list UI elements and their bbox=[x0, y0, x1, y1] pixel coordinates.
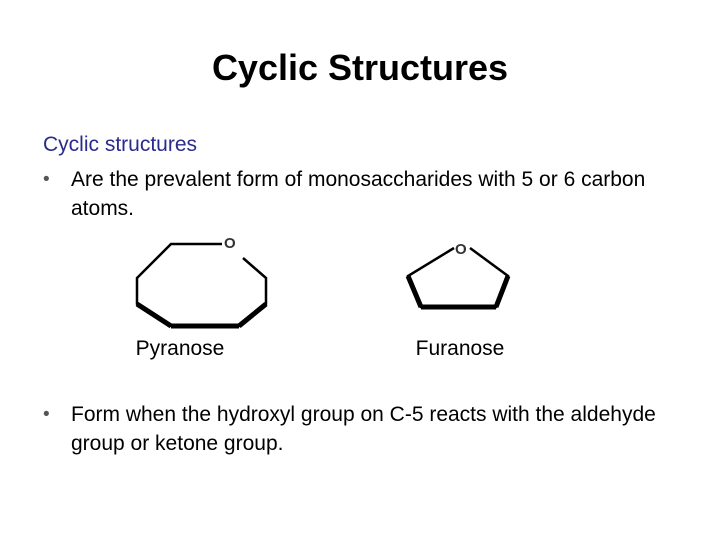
bullet-text: Are the prevalent form of monosaccharide… bbox=[71, 168, 646, 220]
pyranose-bold-bond bbox=[135, 301, 173, 329]
bullet-item: • Are the prevalent form of monosacchari… bbox=[43, 165, 683, 223]
bullet-marker: • bbox=[43, 169, 50, 190]
furanose-bold-bond bbox=[405, 275, 424, 308]
slide-title: Cyclic Structures bbox=[211, 47, 509, 88]
furanose-label: Furanose bbox=[415, 337, 505, 360]
pyranose-bold-bond bbox=[237, 302, 268, 328]
bullet-text: Form when the hydroxyl group on C-5 reac… bbox=[71, 403, 656, 455]
pyranose-ring-icon: O bbox=[135, 235, 268, 329]
furanose-ring-oxygen: O bbox=[455, 241, 467, 258]
section-heading: Cyclic structures bbox=[43, 133, 198, 156]
bullet-marker: • bbox=[43, 404, 50, 425]
furanose-bold-bond bbox=[493, 275, 511, 308]
pyranose-label: Pyranose bbox=[135, 337, 225, 360]
bullet-item: • Form when the hydroxyl group on C-5 re… bbox=[43, 400, 683, 458]
furanose-ring-icon: O bbox=[405, 241, 511, 310]
pyranose-ring-oxygen: O bbox=[224, 235, 236, 252]
